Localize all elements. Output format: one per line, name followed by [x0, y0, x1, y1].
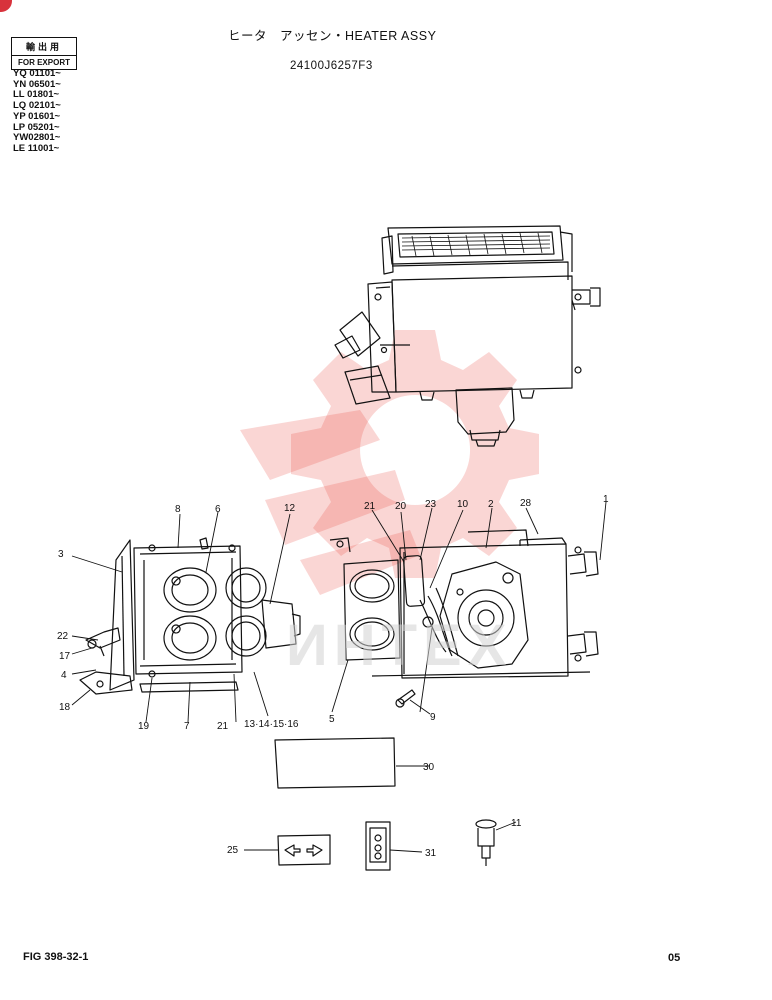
callout-6: 6	[215, 504, 221, 515]
export-label-jp: 輸出用	[12, 38, 76, 56]
figure-label: FIG 398-32-1	[23, 951, 89, 963]
loose-screw	[395, 689, 416, 708]
callout-3: 3	[58, 549, 64, 560]
serial-list: YQ 01101~ YN 06501~ LL 01801~ LQ 02101~ …	[13, 68, 61, 155]
leader-lines	[71, 501, 607, 853]
callout-9: 9	[430, 712, 436, 723]
callout-1: 1	[603, 494, 609, 505]
export-box: 輸出用 FOR EXPORT	[11, 37, 77, 70]
serial-item: LP 05201~	[13, 121, 60, 133]
page-title: ヒータ アッセン・HEATER ASSY	[228, 29, 437, 43]
callout-31: 31	[425, 848, 437, 859]
serial-item: YN 06501~	[13, 78, 61, 90]
callout-8: 8	[175, 504, 181, 515]
callout-12: 12	[284, 503, 296, 514]
watermark-text: ИНТЕХ	[286, 613, 513, 678]
callout-2: 2	[488, 499, 494, 510]
callout-18: 18	[59, 702, 71, 713]
export-label-en: FOR EXPORT	[17, 58, 70, 67]
callout-5: 5	[329, 714, 335, 725]
serial-item: LL 01801~	[13, 89, 60, 101]
callout-28: 28	[520, 498, 532, 509]
switch-panel-31	[365, 821, 391, 871]
callout-19: 19	[138, 721, 150, 732]
serial-item: YW02801~	[13, 132, 61, 144]
watermark-gear-icon	[240, 330, 539, 595]
callout-10: 10	[457, 499, 469, 510]
part-number: 24100J6257F3	[290, 60, 373, 72]
callout-7: 7	[184, 721, 190, 732]
callout-13-16: 13·14·15·16	[244, 719, 299, 730]
callout-4: 4	[61, 670, 67, 681]
callout-23: 23	[425, 499, 437, 510]
callout-25: 25	[227, 845, 239, 856]
label-plate-25	[277, 834, 331, 866]
label-plate-30	[274, 737, 396, 789]
knob-switch-11	[475, 819, 497, 866]
serial-item: YQ 01101~	[13, 68, 61, 79]
heater-assy-side-view	[79, 537, 301, 695]
callout-21-top: 21	[364, 501, 376, 512]
callout-labels: 1 2 3 4 5 6 7 8 9 10 11 12 13·14·15·16 1…	[57, 494, 609, 859]
callout-20: 20	[395, 501, 407, 512]
callout-21-bottom: 21	[217, 721, 229, 732]
callout-22: 22	[57, 631, 69, 642]
serial-item: YP 01601~	[13, 110, 61, 122]
callout-30: 30	[423, 762, 435, 773]
callout-11: 11	[511, 818, 522, 829]
callout-17: 17	[59, 651, 71, 662]
page-number: 05	[668, 952, 681, 964]
serial-item: LE 11001~	[13, 142, 60, 154]
heater-assy-top-view	[334, 225, 601, 447]
serial-item: LQ 02101~	[13, 100, 61, 112]
heater-assy-open-view	[329, 529, 599, 679]
